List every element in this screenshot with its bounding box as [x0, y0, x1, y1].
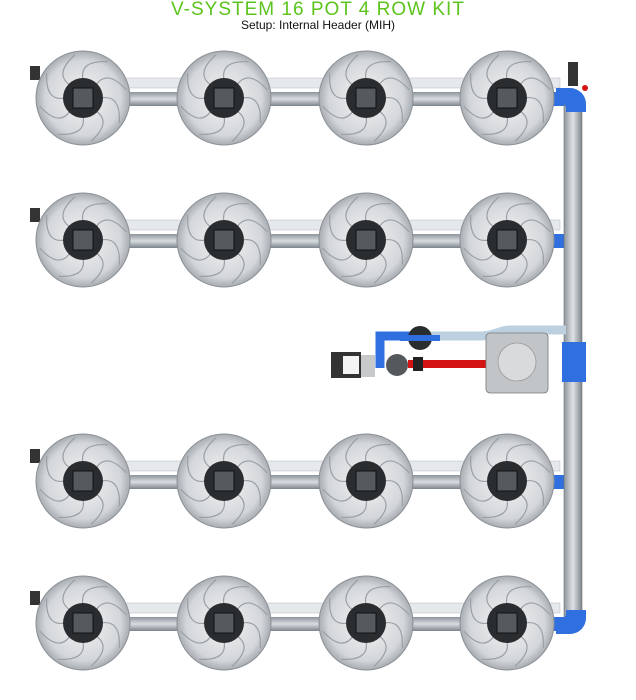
drain-basket: [355, 229, 377, 251]
drain-basket: [496, 229, 518, 251]
drain-basket: [72, 612, 94, 634]
pot: [318, 192, 414, 288]
row-end-cap: [30, 66, 40, 80]
diagram-title: V-SYSTEM 16 POT 4 ROW KIT: [171, 0, 465, 20]
pot: [459, 192, 555, 288]
top-elbow: [556, 88, 586, 112]
bottom-elbow: [556, 610, 586, 634]
pot: [318, 50, 414, 146]
diagram-subtitle: Setup: Internal Header (MIH): [240, 18, 396, 32]
pot-row-2: [30, 192, 564, 288]
reservoir-lid: [497, 342, 537, 382]
drain-basket: [496, 612, 518, 634]
pot: [35, 433, 131, 529]
pot: [318, 575, 414, 671]
drain-basket: [72, 229, 94, 251]
pot: [176, 575, 272, 671]
pot: [35, 192, 131, 288]
pot: [459, 433, 555, 529]
bleed-valve: [582, 85, 588, 91]
pot: [459, 575, 555, 671]
drain-basket: [355, 470, 377, 492]
pot-row-1: [30, 50, 564, 146]
drain-basket: [72, 87, 94, 109]
drain-basket: [213, 87, 235, 109]
top-valve: [568, 62, 578, 86]
pot: [176, 192, 272, 288]
pot: [35, 50, 131, 146]
pump-assembly: [331, 325, 586, 394]
pot-row-3: [30, 433, 564, 529]
pot: [318, 433, 414, 529]
pot: [459, 50, 555, 146]
row-end-cap: [30, 591, 40, 605]
pot-row-4: [30, 575, 564, 671]
drain-basket: [496, 470, 518, 492]
drain-basket: [213, 229, 235, 251]
drain-basket: [496, 87, 518, 109]
pot: [176, 50, 272, 146]
header-tee: [562, 342, 586, 382]
drain-basket: [213, 612, 235, 634]
row-end-cap: [30, 449, 40, 463]
drain-basket: [355, 612, 377, 634]
drain-basket: [213, 470, 235, 492]
pot: [176, 433, 272, 529]
pot: [35, 575, 131, 671]
pump-head: [386, 354, 408, 376]
drain-basket: [72, 470, 94, 492]
return-pipe-red: [408, 360, 488, 368]
row-end-cap: [30, 208, 40, 222]
drain-basket: [355, 87, 377, 109]
